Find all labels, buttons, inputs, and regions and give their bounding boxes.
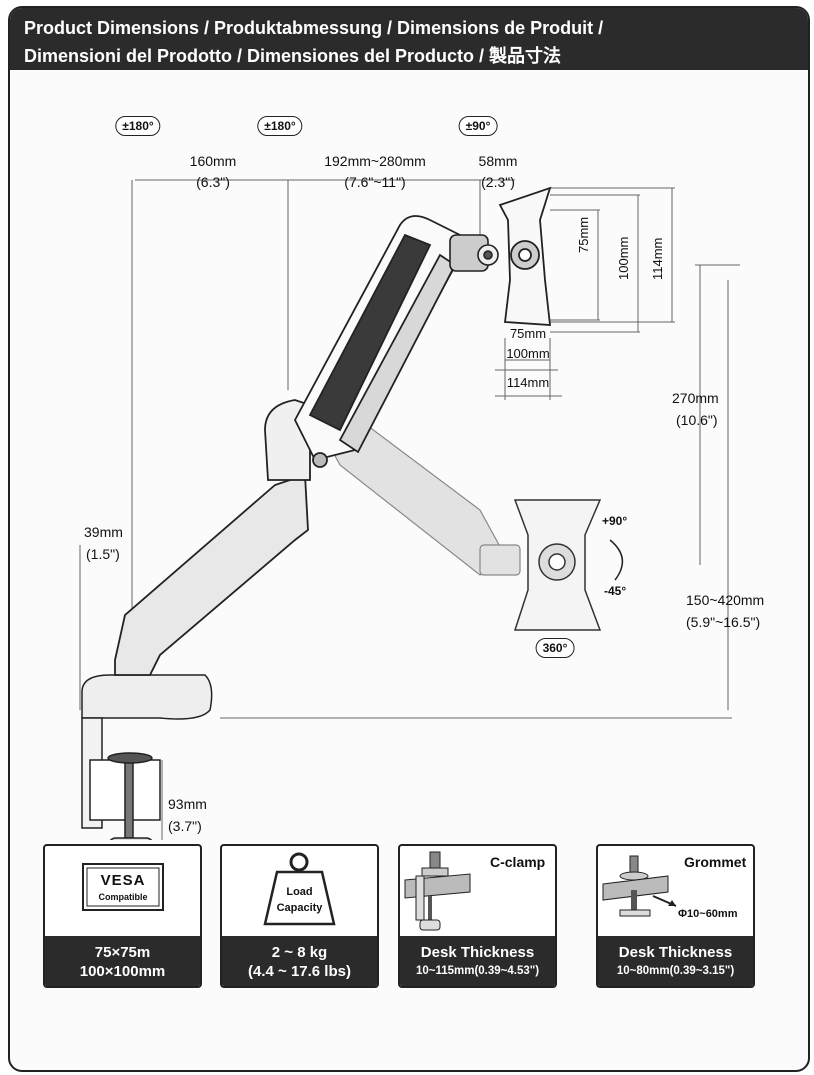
base-rotation-badge: ±180° [115,116,161,136]
vesa-h75: 75mm [509,326,547,341]
dim-93-in: (3.7") [168,818,202,834]
weight-icon [263,852,336,926]
dim-39: 39mm [84,524,123,540]
load-badge-bottom: Capacity [276,902,323,914]
dim-58: 58mm [478,153,518,169]
vesa-v114: 114mm [650,237,665,280]
dim-160: 160mm [189,153,237,169]
monitor-arm-drawing [79,179,740,840]
c-clamp-title: C-clamp [490,854,546,870]
load-badge-top: Load [286,886,313,898]
vesa-card: VESA Compatible 75×75m 100×100mm [43,844,202,988]
vesa-size-2: 100×100mm [79,963,166,980]
vesa-size-1: 75×75m [94,944,151,961]
dim-270: 270mm [672,390,719,406]
dim-192: 192mm~280mm [324,153,426,169]
load-kg: 2 ~ 8 kg [271,944,328,961]
grommet-thickness-range: 10~80mm(0.39~3.15") [616,965,735,977]
dim-160-in: (6.3") [196,174,230,190]
spec-sheet: Product Dimensions / Produktabmessung / … [8,6,810,1072]
vesa-v75: 75mm [576,216,591,253]
c-clamp-icon [404,851,471,931]
c-clamp-thickness-range: 10~115mm(0.39~4.53") [415,965,540,977]
dim-192-in: (7.6"~11") [344,174,406,190]
load-lbs: (4.4 ~ 17.6 lbs) [248,963,351,980]
vesa-badge-sub: Compatible [98,892,148,902]
c-clamp-thickness-label: Desk Thickness [420,944,535,961]
vesa-logo-icon [82,863,164,911]
dim-39-in: (1.5") [86,546,120,562]
header-bar: Product Dimensions / Produktabmessung / … [10,8,808,70]
dim-270-in: (10.6") [676,412,718,428]
vesa-v100: 100mm [616,236,631,280]
dim-58-in: (2.3") [481,174,515,190]
grommet-caption: Desk Thickness 10~80mm(0.39~3.15") [598,936,753,986]
vesa-caption: 75×75m 100×100mm [45,936,200,986]
vesa-badge-title: VESA [100,872,146,889]
dim-150-in: (5.9"~16.5") [686,614,761,630]
tilt-down-label: -45° [604,584,627,598]
header-title-line-2: Dimensioni del Prodotto / Dimensiones de… [24,46,562,66]
grommet-icon [602,855,677,917]
c-clamp-card: C-clamp Desk Thickness 10~115mm(0.39~4.5… [398,844,557,988]
spin-rotation-badge: 360° [535,638,575,658]
header-title-line-1: Product Dimensions / Produktabmessung / … [24,18,604,38]
dim-93: 93mm [168,796,207,812]
c-clamp-caption: Desk Thickness 10~115mm(0.39~4.53") [400,936,555,986]
grommet-card: Grommet Φ10~60mm Desk Thickness 10~80mm(… [596,844,755,988]
grommet-title: Grommet [684,854,747,870]
grommet-thickness-label: Desk Thickness [618,944,733,961]
grommet-hole-size: Φ10~60mm [678,908,738,920]
vesa-h114: 114mm [506,375,550,390]
tilt-up-label: +90° [602,514,628,528]
load-capacity-card: Load Capacity 2 ~ 8 kg (4.4 ~ 17.6 lbs) [220,844,379,988]
vesa-h100: 100mm [506,346,550,361]
dim-150: 150~420mm [686,592,765,608]
head-rotation-badge: ±90° [458,116,498,136]
elbow-rotation-badge: ±180° [257,116,303,136]
load-caption: 2 ~ 8 kg (4.4 ~ 17.6 lbs) [222,936,377,986]
